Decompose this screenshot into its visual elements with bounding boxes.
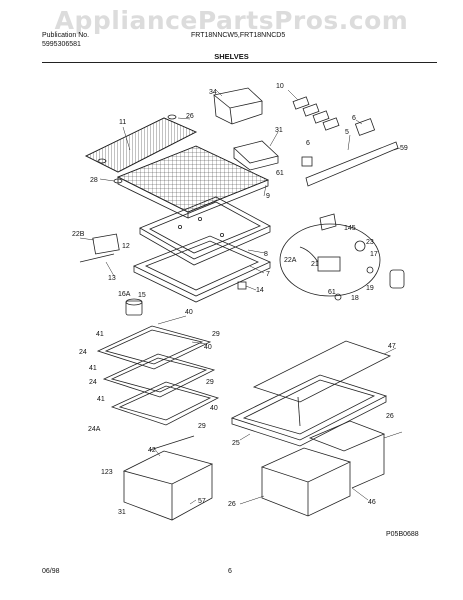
publication-label: Publication No. [42, 32, 90, 39]
callout-label: 5 [345, 129, 349, 136]
callout-label: 23 [366, 239, 374, 246]
callout-label: 46 [368, 499, 376, 506]
callout-label: 59 [400, 145, 408, 152]
callout-label: 12 [122, 243, 130, 250]
callout-label: 16A [118, 291, 131, 298]
callout-label: 47 [388, 343, 396, 350]
callout-label: 6 [306, 140, 310, 147]
callout-label: 9 [266, 193, 270, 200]
callout-label: 61 [276, 170, 284, 177]
dispenser-parts [292, 96, 340, 131]
screw-part [366, 266, 374, 274]
shelf-clip-part [97, 158, 107, 164]
callout-label: 34 [209, 89, 217, 96]
callout-label: 26 [386, 413, 394, 420]
callout-label: 29 [212, 331, 220, 338]
callout-label: 28 [90, 177, 98, 184]
callout-label: 24 [79, 349, 87, 356]
tray-part [233, 140, 279, 171]
callout-label: 31 [118, 509, 126, 516]
callout-label: 24A [88, 426, 101, 433]
callout-label: 22A [284, 257, 297, 264]
glass-shelf-part [96, 325, 212, 370]
watermark: AppliancePartsPros.com [54, 6, 409, 35]
leader-lines [79, 89, 403, 505]
callout-label: 7 [266, 271, 270, 278]
control-detail-part [279, 213, 381, 297]
callout-label: 24 [89, 379, 97, 386]
screw-part [334, 293, 342, 301]
bracket-part [79, 233, 120, 263]
callout-label: 40 [210, 405, 218, 412]
callout-label: 145 [344, 225, 356, 232]
callout-label: 18 [351, 295, 359, 302]
crisper-drawer-part [260, 447, 352, 517]
callout-label: 40 [204, 344, 212, 351]
grille-shelf-part [117, 145, 270, 219]
callout-label: 123 [101, 469, 113, 476]
hinge-part [237, 281, 247, 290]
callout-label: 61 [328, 289, 336, 296]
shelf-clip-part [167, 114, 177, 120]
callout-label: 41 [89, 365, 97, 372]
rail-part [301, 118, 399, 187]
glass-shelf-part [102, 353, 216, 398]
callout-label: 26 [186, 113, 194, 120]
callout-label: 57 [198, 498, 206, 505]
damper-part [389, 269, 405, 289]
callout-label: 22B [72, 231, 85, 238]
callout-label: 25 [232, 440, 240, 447]
header-rule [42, 62, 437, 63]
callout-label: 21 [311, 261, 319, 268]
callout-label: 29 [198, 423, 206, 430]
basket-part [213, 87, 263, 125]
callout-label: 15 [138, 292, 146, 299]
callout-label: 17 [370, 251, 378, 258]
callout-label: 13 [108, 275, 116, 282]
footer-date: 06/98 [42, 568, 60, 575]
wire-shelf-part [85, 117, 197, 173]
callout-label: 29 [206, 379, 214, 386]
footer-page: 6 [228, 568, 232, 575]
callout-label: 41 [96, 331, 104, 338]
callout-label: 31 [275, 127, 283, 134]
callout-label: 11 [119, 119, 126, 126]
callout-label: 19 [366, 285, 374, 292]
callout-label: 10 [276, 83, 284, 90]
model-numbers: FRT18NNCW5,FRT18NNCD5 [191, 32, 286, 39]
crisper-drawer-part [122, 435, 214, 521]
callout-label: 42 [148, 447, 156, 454]
shelf-frame-part [133, 235, 271, 303]
cup-part [125, 298, 143, 316]
callout-label: 26 [228, 501, 236, 508]
callout-label: 8 [264, 251, 268, 258]
callout-label: 41 [97, 396, 105, 403]
callout-label: 40 [185, 309, 193, 316]
callout-label: 14 [256, 287, 264, 294]
publication-number: 5995306581 [42, 41, 81, 48]
glass-shelf-assembly-part [139, 196, 271, 266]
section-title: SHELVES [214, 52, 249, 61]
crisper-drawer-part [308, 420, 386, 489]
glass-shelf-part [110, 381, 220, 426]
crisper-cover-frame-part [230, 374, 388, 447]
callout-label: 6 [352, 115, 356, 122]
crisper-glass-part [252, 340, 392, 403]
figure-code: P05B0688 [386, 531, 419, 538]
